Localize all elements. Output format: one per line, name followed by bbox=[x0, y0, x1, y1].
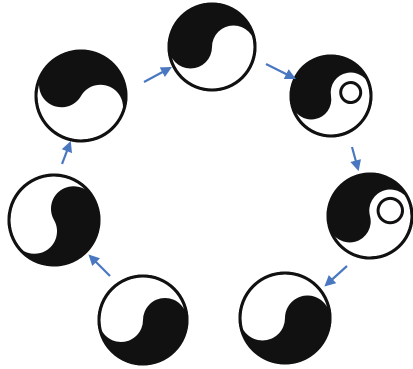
yin-yang-upper-right bbox=[285, 50, 378, 143]
arrow-right-to-lower-right bbox=[326, 266, 347, 285]
yang-dot bbox=[225, 38, 242, 55]
yin-yang-lower-left bbox=[99, 276, 187, 364]
yin-yang-lower-right bbox=[240, 273, 330, 363]
symbols-layer bbox=[0, 4, 413, 364]
arrow-upper-right-to-right bbox=[352, 147, 358, 169]
yin-yang-top bbox=[169, 4, 255, 90]
yin-yang-right bbox=[319, 165, 413, 268]
arrow-top-to-upper-right bbox=[266, 64, 294, 78]
arrow-lower-left-to-left bbox=[90, 256, 110, 276]
arrow-left-to-upper-left bbox=[62, 143, 70, 164]
yang-dot bbox=[257, 312, 269, 324]
yin-dot bbox=[161, 316, 169, 324]
yin-dot bbox=[182, 39, 198, 55]
yang-dot bbox=[117, 316, 126, 325]
yin-dot bbox=[302, 312, 313, 323]
yang-dot bbox=[339, 81, 362, 104]
yin-yang-upper-left bbox=[20, 35, 143, 158]
arrow-upper-left-to-top bbox=[144, 68, 170, 82]
